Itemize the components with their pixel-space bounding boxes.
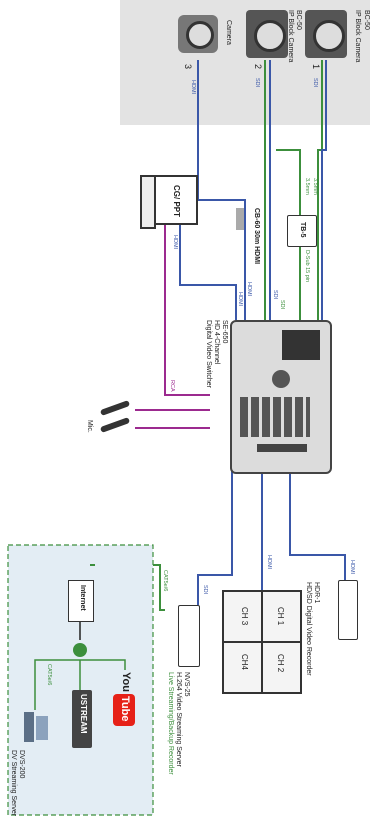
multiview-ch3: CH 3	[240, 607, 249, 626]
dvs-model: DVS-200	[18, 750, 25, 779]
camera-1	[305, 10, 347, 58]
recorder-desc: HD/SD Digital Video Recorder	[305, 582, 312, 676]
cloud-cat5-label: CAT5e/6	[46, 664, 52, 686]
mic-icon	[99, 400, 135, 436]
recorder-model: HDR-1	[313, 582, 320, 604]
hub-link-dvs	[34, 659, 80, 710]
dvs-server-icon	[22, 710, 52, 744]
youtube-tube-bg	[113, 694, 135, 726]
camera-1-model: BC-50	[363, 10, 370, 30]
switcher-desc1: HD 4-Channel	[213, 320, 220, 365]
multiview-cable-label: HDMI	[266, 555, 272, 570]
mic-label: Mic.	[86, 420, 93, 433]
camera-2	[246, 10, 288, 58]
nvs-model: NVS-25	[183, 672, 190, 697]
dsub-label: D-Sub 15 pin	[304, 250, 310, 283]
network-hub	[73, 643, 87, 657]
multiview-divider-h	[224, 641, 300, 643]
hdmi-cable-cam3	[197, 60, 246, 320]
sdi-cable-nvs	[197, 470, 233, 605]
rca-cable-laptop	[164, 225, 210, 396]
tb5-box: TB-5	[287, 215, 317, 247]
camera-2-number: 2	[253, 64, 263, 70]
switcher-t-bar	[257, 444, 307, 452]
nvs-sdi-label: SDI	[202, 585, 208, 595]
stereo-label-top: 3.5mm	[312, 178, 318, 195]
camera-2-model: BC-50	[295, 10, 302, 30]
multiview-ch4: CH4	[240, 654, 249, 671]
switcher-button-grid	[240, 397, 310, 437]
multiview-monitor: CH 1 CH 2 CH 3 CH4	[222, 590, 302, 694]
internet-label: Internet	[79, 585, 86, 611]
hdmi-label-b: HDMI	[237, 292, 243, 307]
camera-1-number: 1	[311, 64, 321, 70]
hub-link-youtube	[80, 659, 126, 670]
switcher-device	[230, 320, 332, 474]
laptop-screen-text: CG/ PPT	[172, 185, 181, 218]
youtube-you: You	[120, 672, 132, 692]
hdmi-cable-laptop	[179, 225, 237, 320]
cb60-label: CB-60 30m HDMI	[253, 208, 260, 265]
camera-2-desc: IP Block Camera	[287, 10, 294, 63]
nvs-desc2: Live Streaming/Backup Recorder	[167, 672, 174, 775]
switcher-lcd	[282, 330, 320, 360]
tb5-label: TB-5	[299, 222, 306, 238]
internet-box: Internet	[68, 580, 94, 622]
camera-1-cable: SDI	[312, 78, 318, 88]
laptop: CG/ PPT	[140, 175, 198, 229]
youtube-logo: You Tube	[110, 670, 142, 728]
switcher-model: SE-650	[221, 320, 228, 344]
hdmi-label-a: HDMI	[246, 282, 252, 297]
camera-2-cable: SDI	[254, 78, 260, 88]
switcher-knob	[272, 370, 290, 388]
camera-3	[178, 15, 218, 53]
camera-3-number: 3	[183, 64, 193, 70]
sdi-cable-cam1	[317, 60, 323, 320]
multiview-ch2: CH 2	[276, 654, 285, 673]
camera-3-cable: HDMI	[190, 80, 196, 95]
rca-label: RCA	[169, 380, 175, 392]
serial-cable-tb5	[276, 149, 301, 215]
hdmi-cable-cam1	[321, 60, 327, 320]
hdmi-cable-recorder	[289, 470, 346, 580]
laptop-base	[140, 175, 156, 229]
camera-3-desc: Camera	[225, 20, 232, 45]
dvs-desc: DV Streaming Server	[10, 750, 17, 817]
nvs-desc1: H.264 Video Streaming Server	[175, 672, 182, 767]
laptop-cable-label: HDMI	[172, 235, 178, 250]
recorder-device	[338, 580, 358, 640]
nvs-device	[178, 605, 200, 667]
youtube-tube: Tube	[119, 696, 131, 722]
switcher-desc2: Digital Video Switcher	[205, 320, 212, 388]
ustream-label: USTREAM	[79, 694, 88, 734]
multiview-ch1: CH 1	[276, 607, 285, 626]
cb60-connector	[236, 208, 244, 230]
ustream-logo: USTREAM	[72, 690, 92, 748]
ip-block-camera-icon	[313, 20, 345, 52]
camera-1-desc: IP Block Camera	[354, 10, 361, 63]
stereo-label-bottom: 3.5mm	[304, 178, 310, 195]
ip-block-camera-icon	[254, 20, 286, 52]
camcorder-icon	[186, 21, 214, 49]
nvs-cat5-label: CAT5e/6	[162, 570, 168, 592]
sdi-label-a: SDI	[272, 290, 278, 300]
recorder-cable-label: HDMI	[349, 560, 355, 575]
sdi-label-b: SDI	[279, 300, 285, 310]
